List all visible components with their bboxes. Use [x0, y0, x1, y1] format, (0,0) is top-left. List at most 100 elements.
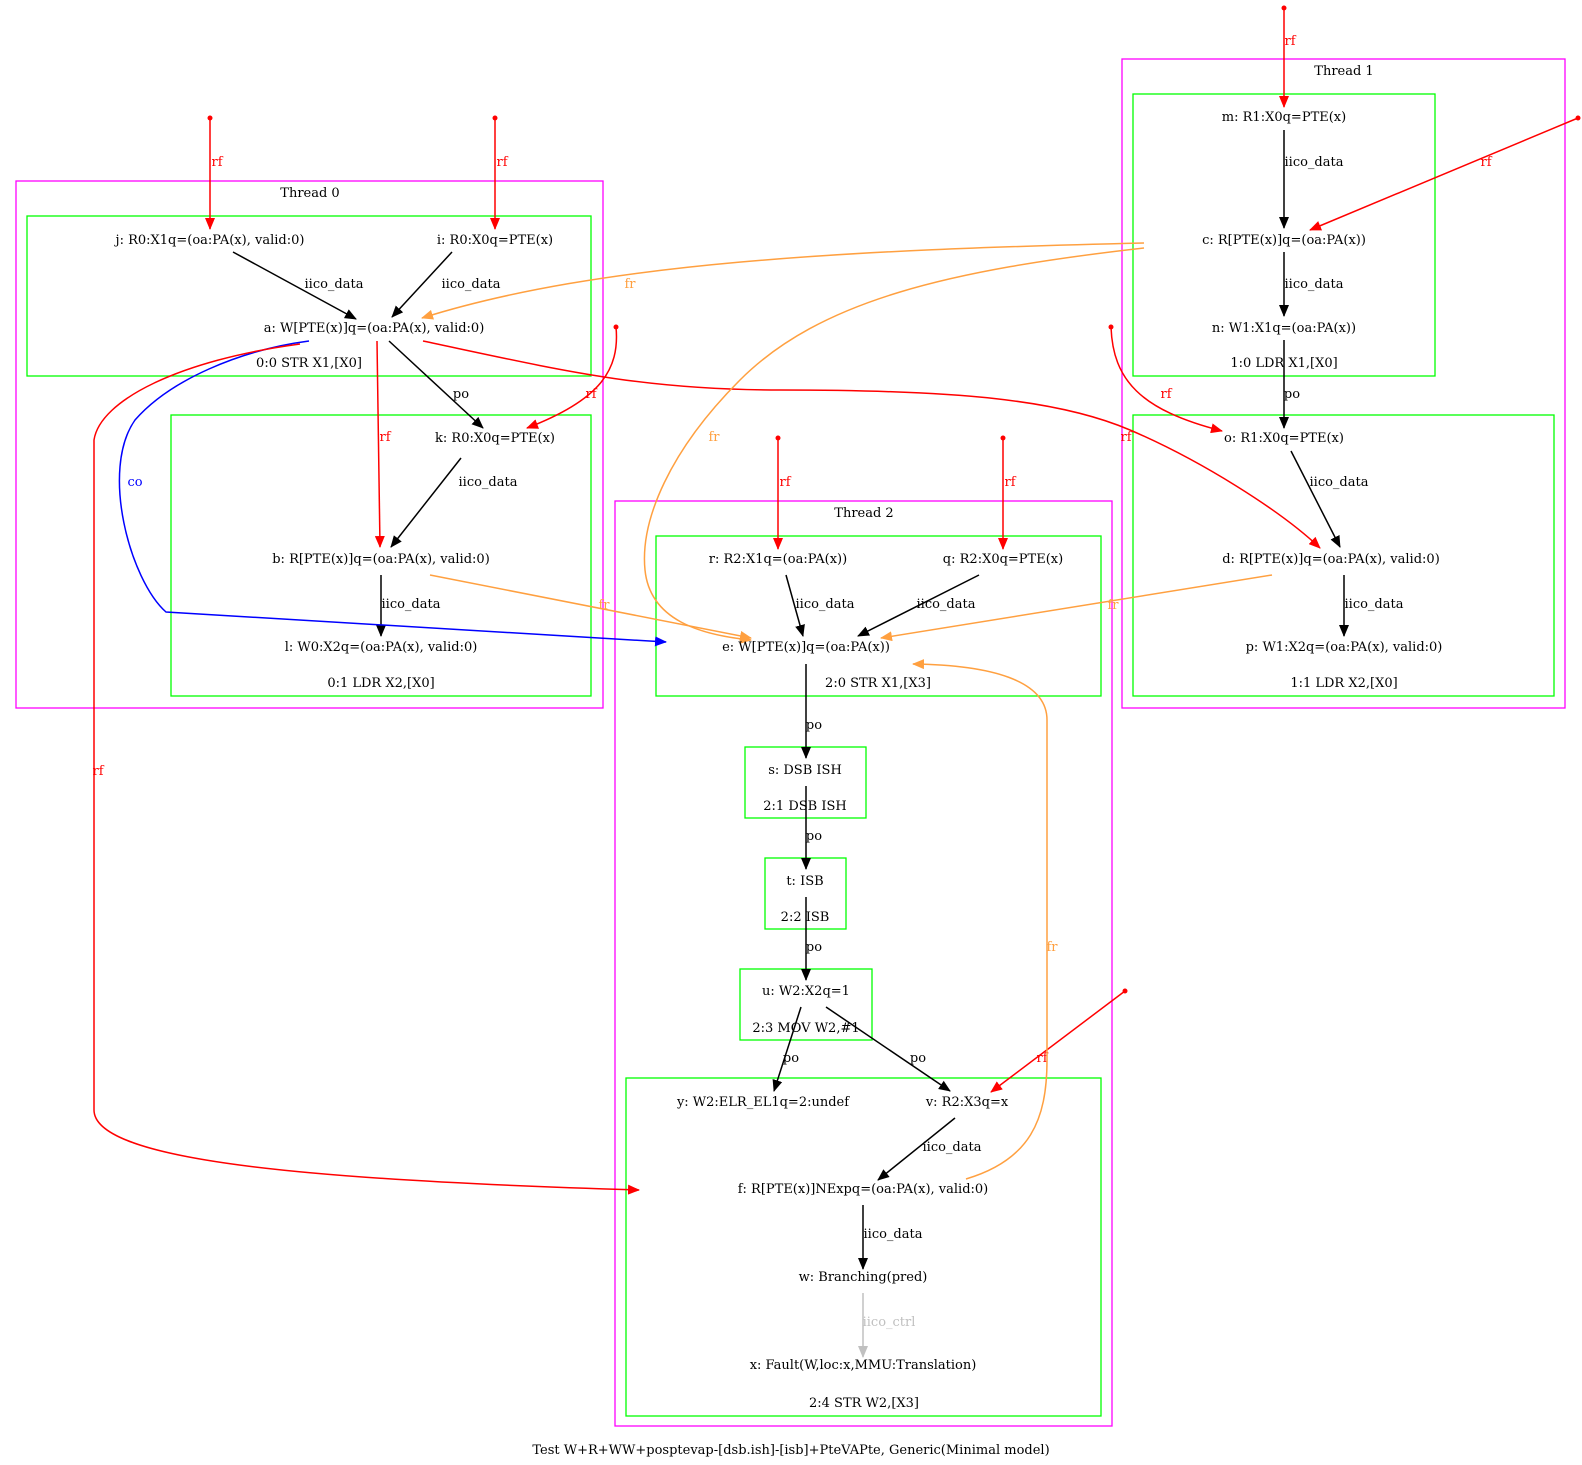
edge-i-a-iico-data [391, 251, 453, 318]
instr-box-0-1 [170, 414, 592, 697]
edge-label-c-a: fr [624, 277, 636, 292]
instr-box-0-0 [26, 215, 592, 377]
edge-label-s-t: po [806, 829, 822, 844]
instr-label-2-1: 2:1 DSB ISH [763, 799, 846, 814]
edge-label-init-q: rf [1004, 475, 1016, 490]
edge-a-d-rf [422, 340, 1321, 549]
edge-init-o-rf [1110, 326, 1223, 434]
thread-2-cluster: Thread 2 2:0 STR X1,[X3] 2:1 DSB ISH 2:2… [614, 500, 1113, 1427]
edge-label-init-c: rf [1480, 155, 1492, 170]
edge-label-a-e: co [127, 475, 142, 490]
edge-u-v-po [825, 1006, 951, 1092]
edge-label-a-k: po [453, 387, 469, 402]
instr-label-0-1: 0:1 LDR X2,[X0] [327, 676, 434, 691]
edge-label-b-e: fr [598, 598, 610, 613]
edge-label-b-l: iico_data [382, 597, 441, 612]
edge-label-o-d: iico_data [1310, 475, 1369, 490]
node-v: v: R2:X3q=x [925, 1095, 1009, 1110]
instr-box-2-0 [655, 535, 1102, 697]
instr-label-0-0: 0:0 STR X1,[X0] [256, 356, 362, 371]
edge-label-i-a: iico_data [442, 277, 501, 292]
edge-label-k-b: iico_data [459, 475, 518, 490]
edge-label-init-o: rf [1160, 387, 1172, 402]
edge-label-m-c: iico_data [1285, 155, 1344, 170]
edge-label-f-w: iico_data [864, 1227, 923, 1242]
node-c: c: R[PTE(x)]q=(oa:PA(x)) [1202, 233, 1366, 248]
edge-label-e-s: po [806, 718, 822, 733]
edge-label-u-y: po [783, 1051, 799, 1066]
node-w: w: Branching(pred) [799, 1270, 928, 1285]
thread-2-label: Thread 2 [834, 506, 893, 521]
edge-init-c-rf [1309, 117, 1579, 231]
node-y: y: W2:ELR_EL1q=2:undef [676, 1095, 850, 1110]
node-k: k: R0:X0q=PTE(x) [435, 431, 555, 446]
edge-label-v-f: iico_data [923, 1140, 982, 1155]
edge-label-q-e: iico_data [917, 597, 976, 612]
edge-d-e-fr [880, 574, 1273, 642]
instr-label-2-3: 2:3 MOV W2,#1 [752, 1021, 859, 1036]
node-r: r: R2:X1q=(oa:PA(x)) [709, 552, 847, 567]
node-d: d: R[PTE(x)]q=(oa:PA(x), valid:0) [1222, 552, 1440, 567]
edge-a-e-co [118, 340, 667, 647]
edge-label-init-r: rf [779, 475, 791, 490]
edge-a-b-rf [374, 340, 385, 548]
thread-1-label: Thread 1 [1314, 64, 1373, 79]
instr-label-2-4: 2:4 STR W2,[X3] [809, 1396, 919, 1411]
instr-label-2-0: 2:0 STR X1,[X3] [825, 676, 931, 691]
edge-j-a-iico-data [232, 251, 357, 320]
edge-label-init-v: rf [1036, 1051, 1048, 1066]
node-b: b: R[PTE(x)]q=(oa:PA(x), valid:0) [272, 552, 490, 567]
node-i: i: R0:X0q=PTE(x) [437, 233, 553, 248]
edge-c-e-fr [643, 247, 1145, 644]
edge-f-e-fr [912, 659, 1048, 1180]
node-m: m: R1:X0q=PTE(x) [1222, 110, 1346, 125]
instr-label-2-2: 2:2 ISB [781, 910, 830, 925]
edge-label-j-a: iico_data [305, 277, 364, 292]
edge-label-w-x: iico_ctrl [863, 1315, 916, 1330]
edge-q-e-iico-data [857, 574, 980, 637]
edge-label-f-e: fr [1046, 940, 1058, 955]
node-n: n: W1:X1q=(oa:PA(x)) [1212, 321, 1356, 336]
edge-u-y-po [772, 1006, 802, 1092]
node-j: j: R0:X1q=(oa:PA(x), valid:0) [114, 233, 305, 248]
edge-r-e-iico-data [785, 574, 805, 637]
edge-label-t-u: po [806, 940, 822, 955]
edge-label-d-p: iico_data [1345, 597, 1404, 612]
edge-a-k-po [388, 340, 484, 429]
node-p: p: W1:X2q=(oa:PA(x), valid:0) [1246, 640, 1443, 655]
node-a: a: W[PTE(x)]q=(oa:PA(x), valid:0) [264, 321, 485, 336]
edge-label-a-d: rf [1120, 430, 1132, 445]
edge-label-init-k: rf [585, 387, 597, 402]
instr-label-1-1: 1:1 LDR X2,[X0] [1290, 676, 1397, 691]
node-l: l: W0:X2q=(oa:PA(x), valid:0) [285, 640, 478, 655]
diagram-caption: Test W+R+WW+posptevap-[dsb.ish]-[isb]+Pt… [532, 1443, 1049, 1458]
instr-box-1-1 [1132, 414, 1555, 697]
edge-label-c-n: iico_data [1285, 277, 1344, 292]
edge-init-v-rf [990, 990, 1126, 1093]
node-s: s: DSB ISH [768, 763, 842, 778]
edge-b-e-fr [429, 574, 752, 641]
node-t: t: ISB [786, 874, 823, 889]
edge-o-d-iico-data [1290, 450, 1341, 548]
edge-label-r-e: iico_data [796, 597, 855, 612]
edge-label-n-o: po [1284, 387, 1300, 402]
edge-c-a-fr [421, 242, 1145, 320]
edge-label-d-e: fr [1107, 598, 1119, 613]
node-o: o: R1:X0q=PTE(x) [1224, 431, 1344, 446]
edge-k-b-iico-data [390, 457, 462, 548]
edge-label-a-b: rf [379, 430, 391, 445]
edge-init-k-rf [526, 326, 618, 429]
edge-label-init-m: rf [1284, 34, 1296, 49]
instr-box-2-4 [625, 1077, 1102, 1417]
edge-v-f-iico-data [877, 1117, 956, 1181]
edge-a-f-rf [93, 343, 640, 1195]
node-x: x: Fault(W,loc:x,MMU:Translation) [750, 1358, 977, 1373]
edge-label-init-i: rf [496, 155, 508, 170]
thread-0-cluster: Thread 0 0:0 STR X1,[X0] 0:1 LDR X2,[X0] [15, 180, 604, 709]
node-u: u: W2:X2q=1 [762, 984, 850, 999]
node-f: f: R[PTE(x)]NExpq=(oa:PA(x), valid:0) [738, 1182, 989, 1197]
thread-0-label: Thread 0 [280, 186, 339, 201]
node-e: e: W[PTE(x)]q=(oa:PA(x)) [722, 640, 890, 655]
edge-label-a-f: rf [92, 764, 104, 779]
